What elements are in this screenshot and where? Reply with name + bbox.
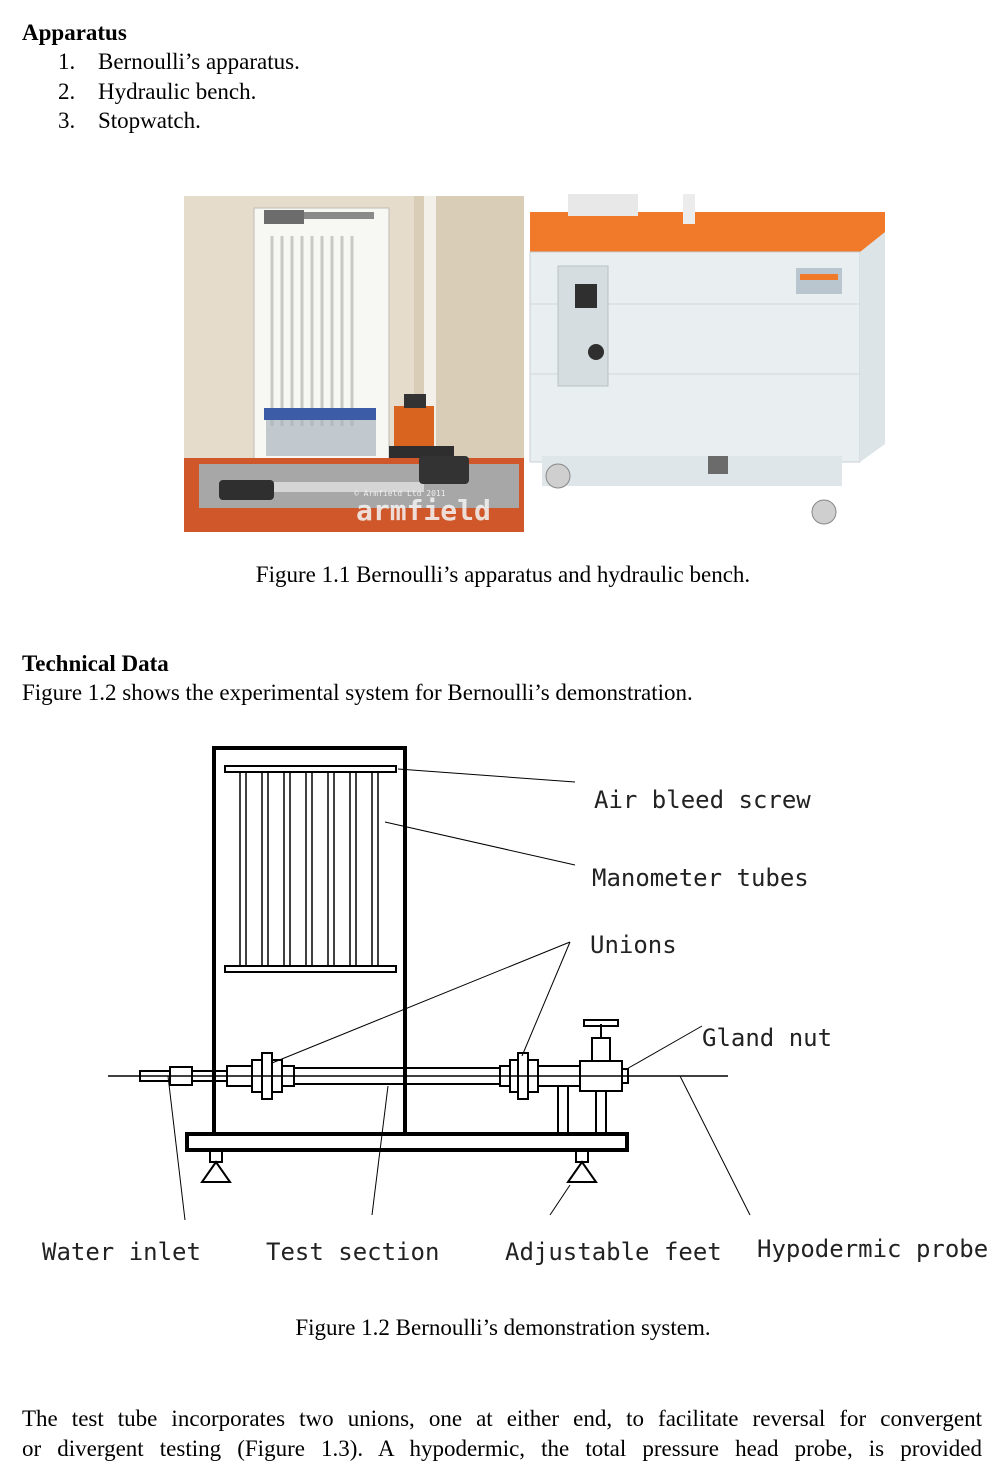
label-hypodermic-probe: Hypodermic probe [757,1235,988,1263]
apparatus-list: 1.Bernoulli’s apparatus. 2.Hydraulic ben… [58,47,300,136]
list-item: 2.Hydraulic bench. [58,78,257,104]
bernoulli-apparatus-photo: © Armfield Ltd 2011 armfield [184,196,524,532]
body-line-1: The test tube incorporates two unions, o… [22,1406,982,1431]
technical-data-heading: Technical Data [22,651,169,676]
armfield-watermark: armfield [356,494,491,527]
copyright-text: © Armfield Ltd 2011 [354,489,446,498]
body-line-2: or divergent testing (Figure 1.3). A hyp… [22,1436,982,1461]
label-air-bleed-screw: Air bleed screw [594,786,811,814]
label-test-section: Test section [266,1238,439,1266]
list-item: 1.Bernoulli’s apparatus. [58,49,300,74]
label-adjustable-feet: Adjustable feet [505,1238,722,1266]
figure-1-caption: Figure 1.1 Bernoulli’s apparatus and hyd… [255,562,751,587]
apparatus-heading: Apparatus [22,20,127,45]
hydraulic-bench-photo [528,194,888,532]
list-item: 3.Stopwatch. [58,108,201,133]
technical-intro: Figure 1.2 shows the experimental system… [22,680,693,705]
label-unions: Unions [590,931,677,959]
body-paragraph: The test tube incorporates two unions, o… [22,1404,982,1464]
label-water-inlet: Water inlet [42,1238,201,1266]
bernoulli-diagram: Air bleed screw Manometer tubes Unions G… [42,746,988,1266]
label-gland-nut: Gland nut [702,1024,832,1052]
label-manometer-tubes: Manometer tubes [592,864,809,892]
figure-2-caption: Figure 1.2 Bernoulli’s demonstration sys… [295,1315,711,1340]
